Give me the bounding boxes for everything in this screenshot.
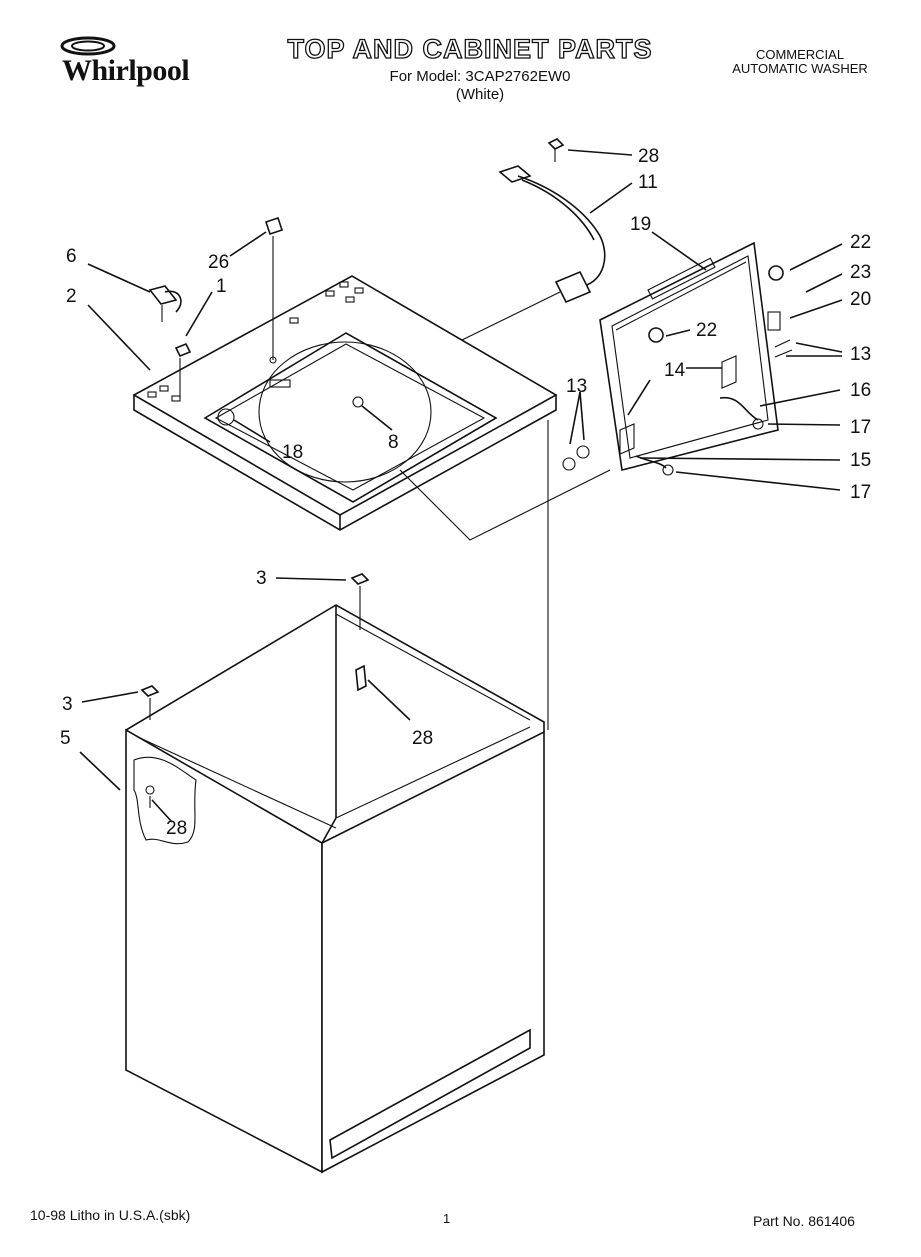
control-console bbox=[562, 241, 793, 476]
brand-name: Whirlpool bbox=[62, 54, 190, 87]
leader-lines bbox=[79, 149, 843, 823]
callout-28c: 28 bbox=[166, 818, 187, 839]
callout-8: 8 bbox=[388, 432, 399, 453]
callout-labels: 28 11 19 22 23 20 22 13 14 16 13 17 15 1… bbox=[60, 146, 871, 839]
callout-23: 23 bbox=[850, 262, 871, 283]
small-parts-top bbox=[148, 216, 284, 398]
page-title: TOP AND CABINET PARTS bbox=[287, 33, 653, 64]
callout-11: 11 bbox=[638, 172, 658, 193]
callout-5: 5 bbox=[60, 728, 71, 749]
callout-13: 13 bbox=[850, 344, 871, 365]
callout-26: 26 bbox=[208, 252, 229, 273]
page-number: 1 bbox=[443, 1211, 451, 1226]
callout-15: 15 bbox=[850, 450, 871, 471]
callout-22b: 22 bbox=[696, 320, 717, 341]
callout-1: 1 bbox=[216, 276, 227, 297]
product-kind: COMMERCIAL AUTOMATIC WASHER bbox=[715, 48, 885, 76]
callout-2: 2 bbox=[66, 286, 77, 307]
callout-17b: 17 bbox=[850, 482, 871, 503]
brand-logo bbox=[58, 34, 118, 63]
callout-6: 6 bbox=[66, 246, 77, 267]
callout-13b: 13 bbox=[566, 376, 587, 397]
part-number: Part No. 861406 bbox=[753, 1213, 855, 1229]
callout-22: 22 bbox=[850, 232, 871, 253]
litho-note: 10-98 Litho in U.S.A.(sbk) bbox=[30, 1207, 191, 1223]
model-info: For Model: 3CAP2762EW0 (White) bbox=[330, 68, 630, 104]
console-guide-lines bbox=[399, 291, 611, 730]
callout-18: 18 bbox=[282, 442, 303, 463]
callout-17: 17 bbox=[850, 417, 871, 438]
lid-switch bbox=[498, 138, 606, 304]
color-line: (White) bbox=[455, 86, 505, 103]
kind-line-1: COMMERCIAL bbox=[755, 47, 845, 62]
callout-3: 3 bbox=[256, 568, 267, 589]
callout-14: 14 bbox=[664, 360, 686, 381]
kind-line-2: AUTOMATIC WASHER bbox=[732, 61, 868, 76]
callout-28: 28 bbox=[638, 146, 659, 167]
callout-3b: 3 bbox=[62, 694, 73, 715]
callout-28b: 28 bbox=[412, 728, 433, 749]
logo-swirl-icon bbox=[60, 36, 116, 56]
callout-16: 16 bbox=[850, 380, 871, 401]
callout-20: 20 bbox=[850, 289, 871, 310]
cabinet bbox=[125, 573, 545, 1174]
washer-top bbox=[132, 275, 558, 531]
model-line: For Model: 3CAP2762EW0 bbox=[389, 68, 571, 85]
callout-19: 19 bbox=[630, 214, 651, 235]
